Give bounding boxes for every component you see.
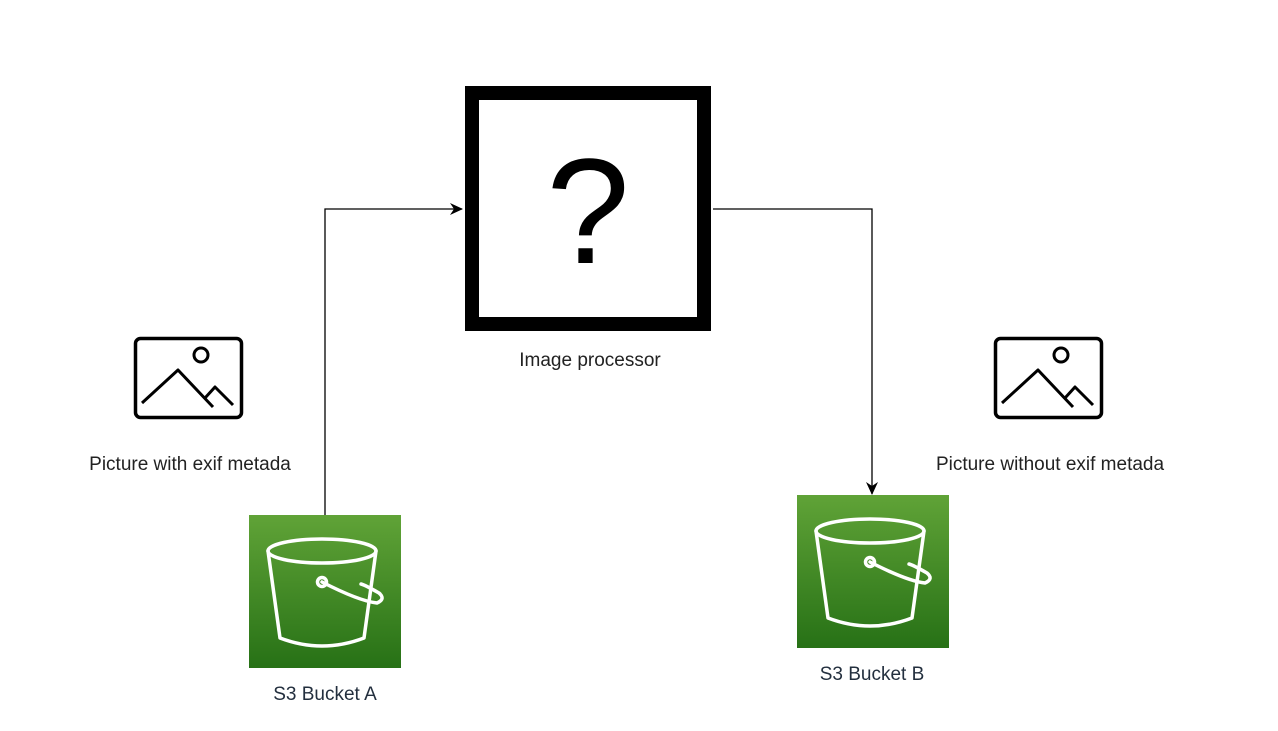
image-icon (993, 336, 1104, 420)
picture-without-exif-label: Picture without exif metada (935, 454, 1165, 475)
edge-processor-to-bucket-b (713, 208, 878, 495)
s3-bucket-b-label: S3 Bucket B (819, 664, 925, 685)
s3-bucket-b-node[interactable] (797, 495, 949, 648)
processor-box (465, 86, 711, 331)
question-mark-icon: ? (546, 127, 629, 295)
image-icon (133, 336, 244, 420)
edge-bucket-a-to-processor (324, 203, 463, 515)
s3-bucket-a-node[interactable] (249, 515, 401, 668)
s3-bucket-a-label: S3 Bucket A (273, 684, 377, 705)
image-processor-node[interactable]: ? (465, 86, 711, 331)
picture-with-exif-label: Picture with exif metada (89, 454, 291, 475)
image-processor-label: Image processor (519, 350, 661, 371)
